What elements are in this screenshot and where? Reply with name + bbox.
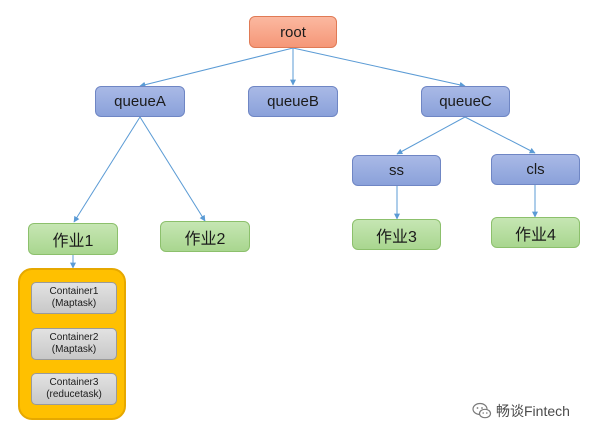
edge-queueC-cls [464,116,536,154]
queueB-node: queueB [248,86,338,117]
root-node: root [249,16,337,48]
ss-node: ss [352,155,441,186]
job3-node: 作业3 [352,219,441,250]
container-1: Container1 (Maptask) [31,282,117,314]
container-1-task: (Maptask) [51,298,97,309]
cls-node: cls [491,154,580,185]
edge-root-queueC [292,47,466,88]
container-pool: Container1 (Maptask) Container2 (Maptask… [18,268,126,420]
job4-node: 作业4 [491,217,580,248]
edge-queueA-job1 [73,116,141,223]
wechat-icon [472,402,492,419]
container-2-task: (Maptask) [51,344,97,355]
edge-queueA-job2 [139,116,206,222]
job1-node: 作业1 [28,223,118,255]
job2-node: 作业2 [160,221,250,252]
edge-queueC-ss [396,116,466,155]
container-2-name: Container2 [49,332,99,343]
container-2: Container2 (Maptask) [31,328,117,360]
queueC-node: queueC [421,86,510,117]
watermark-text: 畅谈Fintech [496,403,570,419]
watermark: 畅谈Fintech [472,401,570,421]
queueA-node: queueA [95,86,185,117]
container-3-task: (reducetask) [46,389,102,400]
edge-root-queueA [139,47,294,88]
container-3-name: Container3 [49,377,99,388]
container-3: Container3 (reducetask) [31,373,117,405]
container-1-name: Container1 [49,286,99,297]
